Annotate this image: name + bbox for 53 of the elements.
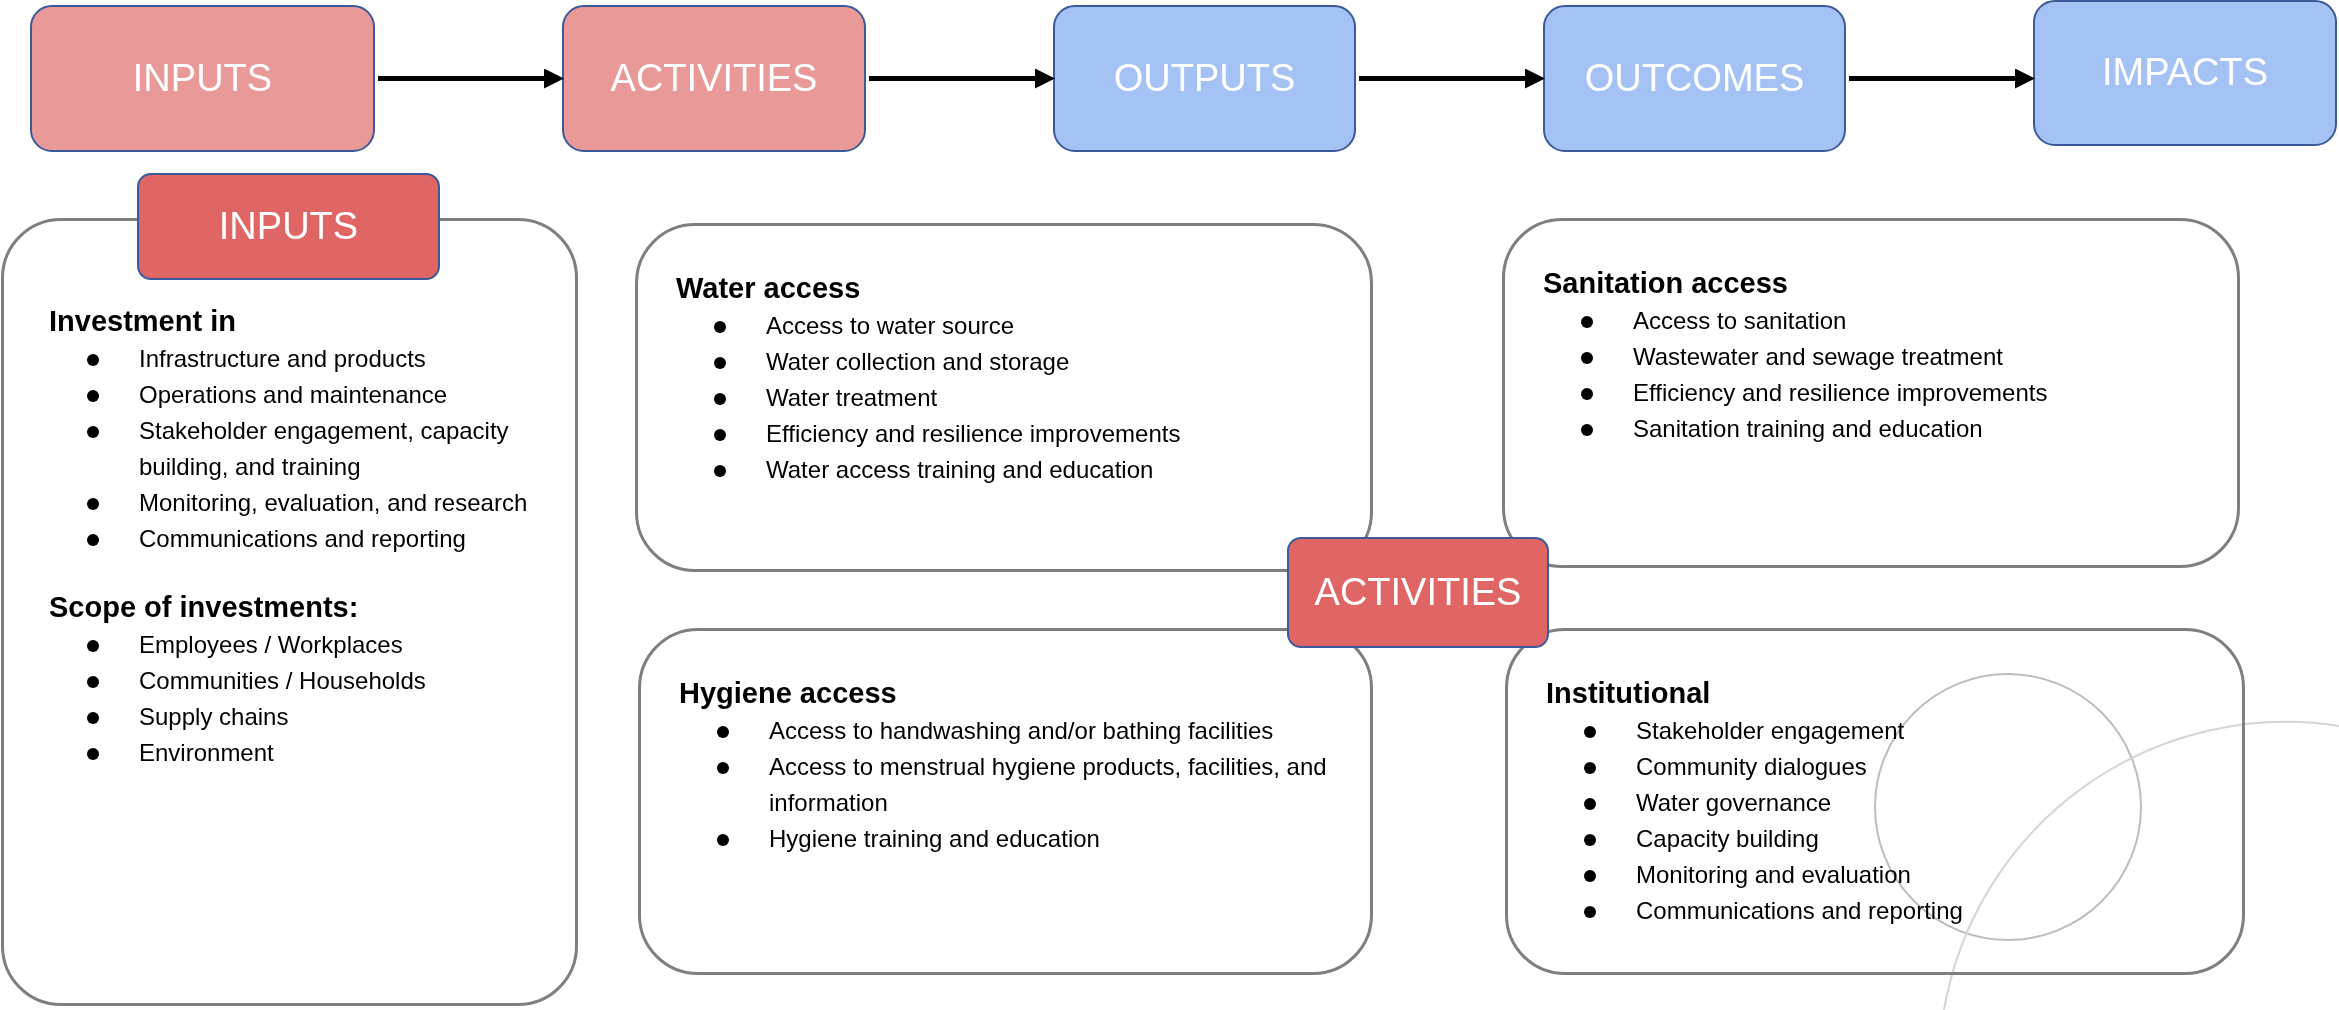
card-heading: Sanitation access bbox=[1543, 266, 1789, 301]
bullet-text: Access to handwashing and/or bathing facilities bbox=[769, 716, 1274, 746]
stage-label: OUTPUTS bbox=[1113, 55, 1296, 101]
stage-label: ACTIVITIES bbox=[610, 55, 818, 101]
arrow bbox=[869, 68, 1055, 89]
bullet-text: Stakeholder engagement bbox=[1636, 716, 1905, 746]
bullet-text: Water treatment bbox=[766, 383, 938, 413]
bullet-text: Community dialogues bbox=[1636, 752, 1867, 782]
bullet-text: Access to menstrual hygiene products, facilities, and information bbox=[769, 752, 1328, 818]
bullet-text: Water collection and storage bbox=[766, 347, 1070, 377]
arrow bbox=[378, 68, 564, 89]
bullet-text: Infrastructure and products bbox=[139, 344, 426, 374]
content-card bbox=[638, 628, 1373, 975]
stage-label: INPUTS bbox=[218, 203, 359, 249]
bullet-text: Efficiency and resilience improvements bbox=[766, 419, 1181, 449]
stage-label: IMPACTS bbox=[2101, 50, 2269, 96]
bullet-text: Supply chains bbox=[139, 702, 289, 732]
bullet-text: Water governance bbox=[1636, 788, 1832, 818]
content-card bbox=[1505, 628, 2245, 975]
bullet-text: Access to water source bbox=[766, 311, 1015, 341]
bullet-text: Communications and reporting bbox=[139, 524, 466, 554]
bullet-text: Capacity building bbox=[1636, 824, 1819, 854]
bullet-text: Water access training and education bbox=[766, 455, 1154, 485]
section-tag bbox=[137, 173, 440, 280]
card-heading: Institutional bbox=[1546, 676, 1712, 711]
section-tag bbox=[1287, 537, 1549, 648]
card-heading: Investment in bbox=[49, 304, 237, 339]
stage-box bbox=[1053, 5, 1356, 152]
card-heading: Water access bbox=[676, 271, 862, 306]
bullet-text: Access to sanitation bbox=[1633, 306, 1847, 336]
bullet-text: Efficiency and resilience improvements bbox=[1633, 378, 2048, 408]
bullet-text: Monitoring and evaluation bbox=[1636, 860, 1911, 890]
stage-label: ACTIVITIES bbox=[1314, 569, 1522, 615]
bullet-text: Operations and maintenance bbox=[139, 380, 448, 410]
bullet-text: Stakeholder engagement, capacity building, and training bbox=[139, 416, 510, 482]
stage-box bbox=[1543, 5, 1846, 152]
stage-box bbox=[562, 5, 866, 152]
bullet-text: Communities / Households bbox=[139, 666, 426, 696]
card-heading: Hygiene access bbox=[679, 676, 898, 711]
bullet-text: Communications and reporting bbox=[1636, 896, 1963, 926]
bullet-text: Monitoring, evaluation, and research bbox=[139, 488, 528, 518]
bullet-text: Wastewater and sewage treatment bbox=[1633, 342, 2003, 372]
arrow bbox=[1359, 68, 1545, 89]
bullet-text: Employees / Workplaces bbox=[139, 630, 403, 660]
stage-box bbox=[30, 5, 375, 152]
stage-box bbox=[2033, 0, 2337, 146]
stage-label: OUTCOMES bbox=[1584, 55, 1805, 101]
arrow bbox=[1849, 68, 2035, 89]
card-heading: Scope of investments: bbox=[49, 590, 360, 625]
bullet-text: Sanitation training and education bbox=[1633, 414, 1983, 444]
bullet-text: Environment bbox=[139, 738, 274, 768]
stage-label: INPUTS bbox=[132, 55, 273, 101]
bullet-text: Hygiene training and education bbox=[769, 824, 1100, 854]
